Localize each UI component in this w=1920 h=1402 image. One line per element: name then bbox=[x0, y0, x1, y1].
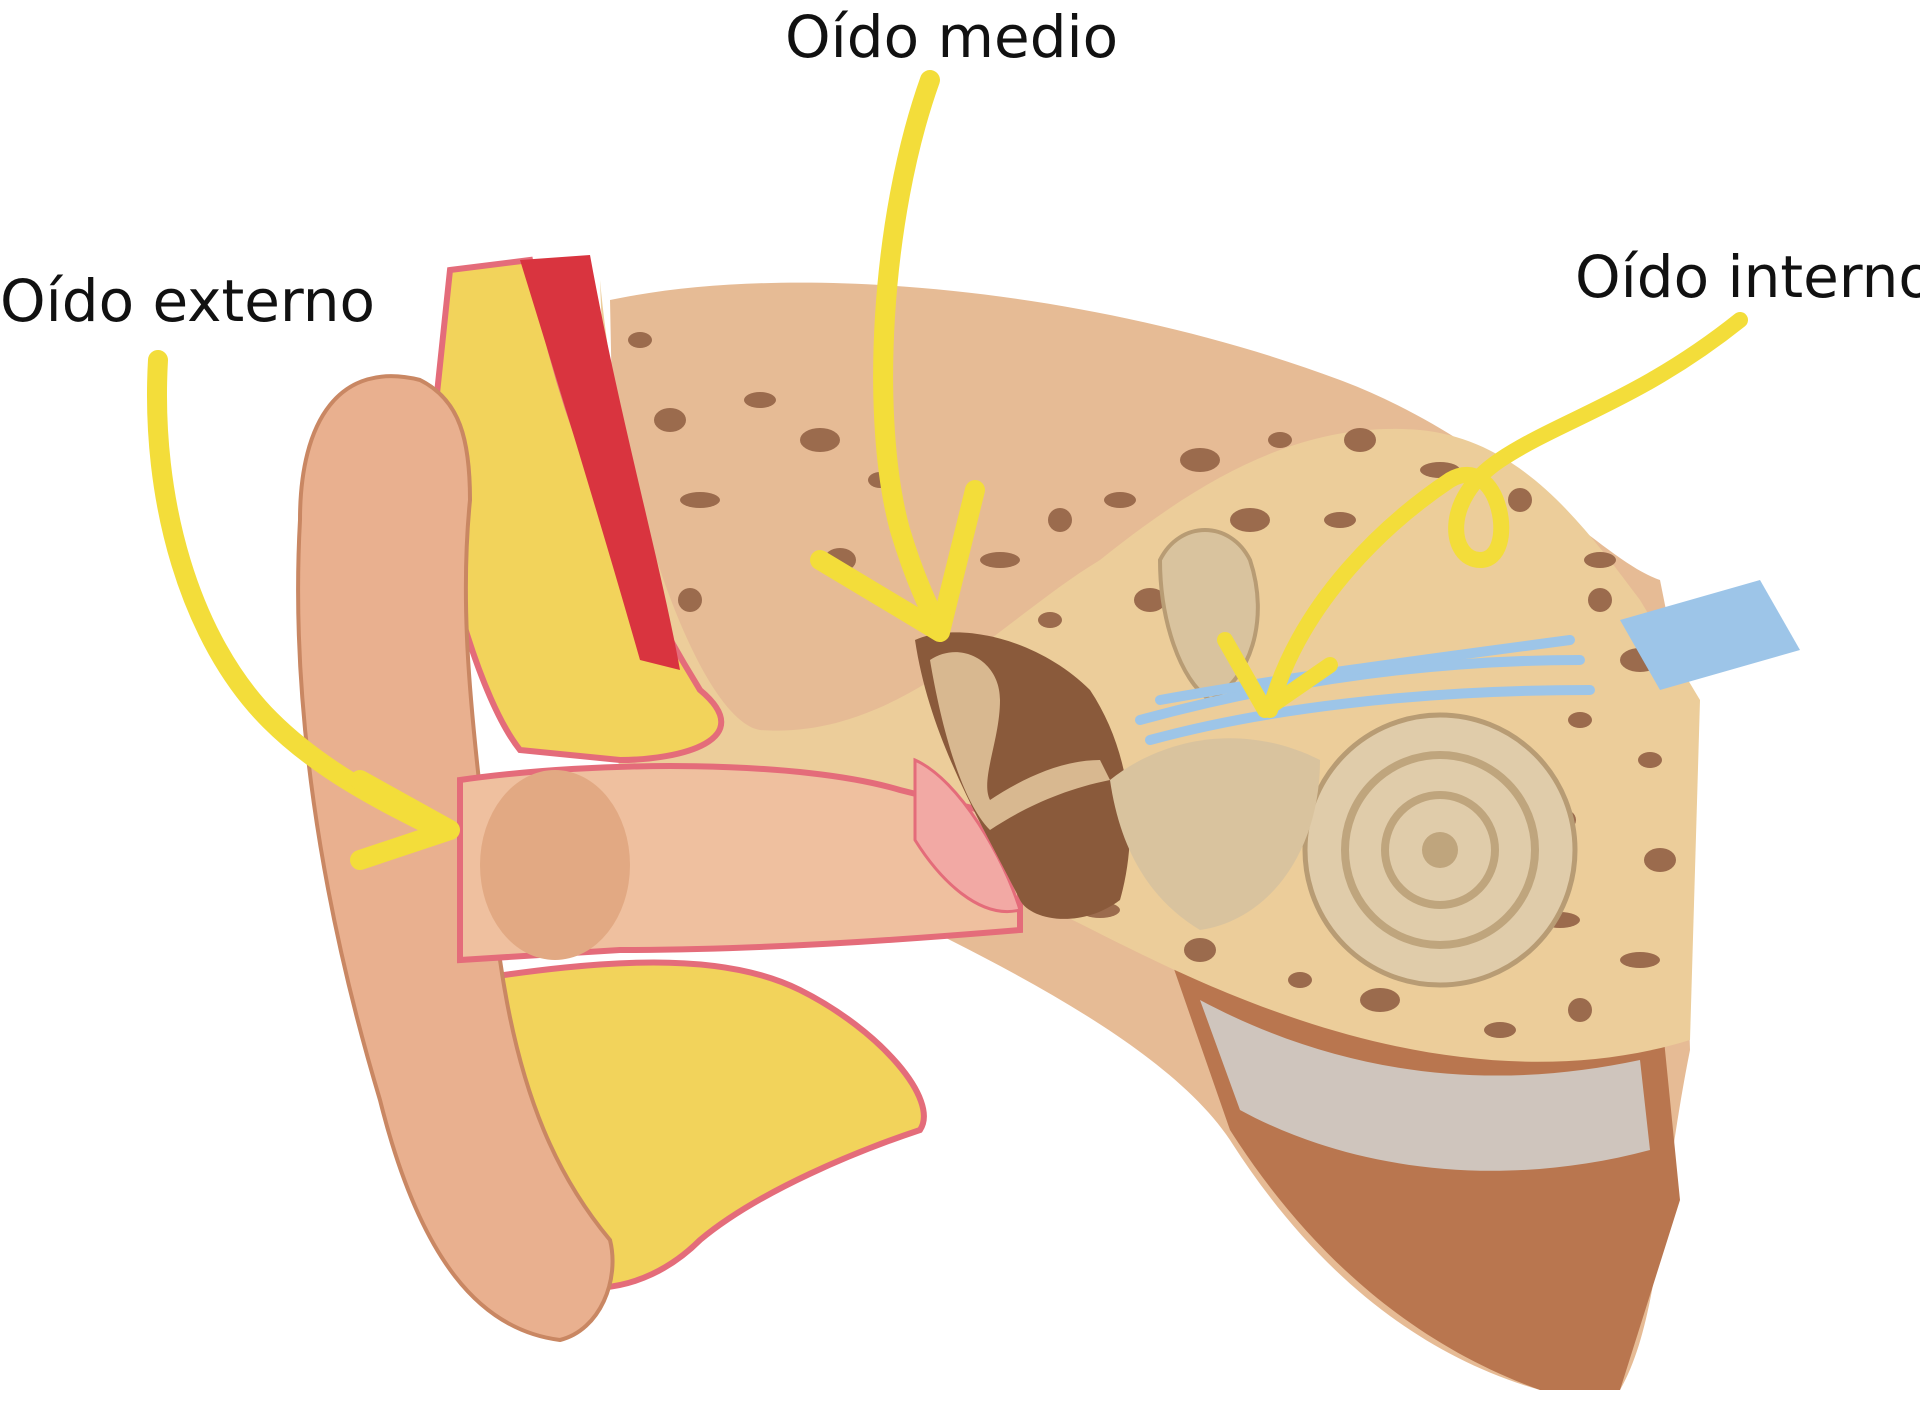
label-inner-ear: Oído interno bbox=[1575, 243, 1920, 311]
bone-pore bbox=[1184, 938, 1216, 962]
bone-pore bbox=[1620, 952, 1660, 968]
bone-pore bbox=[1288, 972, 1312, 988]
bone-pore bbox=[1584, 552, 1616, 568]
bone-pore bbox=[1180, 448, 1220, 472]
grey-tissue bbox=[1200, 1000, 1650, 1171]
bone-pore bbox=[1360, 988, 1400, 1012]
bone-pore bbox=[1484, 1022, 1516, 1038]
canal-opening bbox=[480, 770, 630, 960]
pinna bbox=[296, 374, 615, 1343]
cochlea-center bbox=[1422, 832, 1458, 868]
arrow-middle-head bbox=[810, 480, 985, 642]
bone-pore bbox=[744, 392, 776, 408]
arrow-outer-head bbox=[350, 770, 460, 870]
bone-pore bbox=[1344, 428, 1376, 452]
bone-pore bbox=[678, 588, 702, 612]
arrows bbox=[147, 70, 1748, 870]
bone-pore bbox=[1038, 612, 1062, 628]
muscle bbox=[520, 255, 680, 670]
bone-pore bbox=[1268, 432, 1292, 448]
bone-pore bbox=[1588, 588, 1612, 612]
bone-pore bbox=[680, 492, 720, 508]
bone-pore bbox=[1568, 712, 1592, 728]
cochlea-turn-2 bbox=[1341, 751, 1539, 949]
label-outer-ear: Oído externo bbox=[0, 267, 375, 335]
eardrum bbox=[913, 757, 1022, 913]
bone-pore bbox=[1048, 508, 1072, 532]
bone-pore bbox=[1134, 588, 1166, 612]
auditory-nerve bbox=[1135, 635, 1595, 745]
ossicles bbox=[930, 652, 1110, 830]
bone-pore bbox=[1508, 488, 1532, 512]
bone-pore bbox=[1230, 508, 1270, 532]
arrow-inner-head bbox=[1217, 632, 1338, 718]
vestibule bbox=[1110, 738, 1320, 930]
bone-pore bbox=[654, 408, 686, 432]
bone-pore bbox=[980, 552, 1020, 568]
bone-pore bbox=[628, 332, 652, 348]
arrow-middle bbox=[873, 70, 950, 640]
bone-pores bbox=[628, 332, 1676, 1038]
arrow-inner bbox=[1262, 312, 1748, 718]
bone-pore bbox=[1644, 848, 1676, 872]
bone-pore bbox=[1104, 492, 1136, 508]
nerve-bundle bbox=[1620, 580, 1800, 690]
bone-pore bbox=[800, 428, 840, 452]
bone-pore bbox=[1638, 752, 1662, 768]
cochlea-turn-3 bbox=[1381, 791, 1499, 909]
bone-pore bbox=[1324, 512, 1356, 528]
label-middle-ear: Oído medio bbox=[785, 3, 1119, 71]
bone-pore bbox=[1568, 998, 1592, 1022]
